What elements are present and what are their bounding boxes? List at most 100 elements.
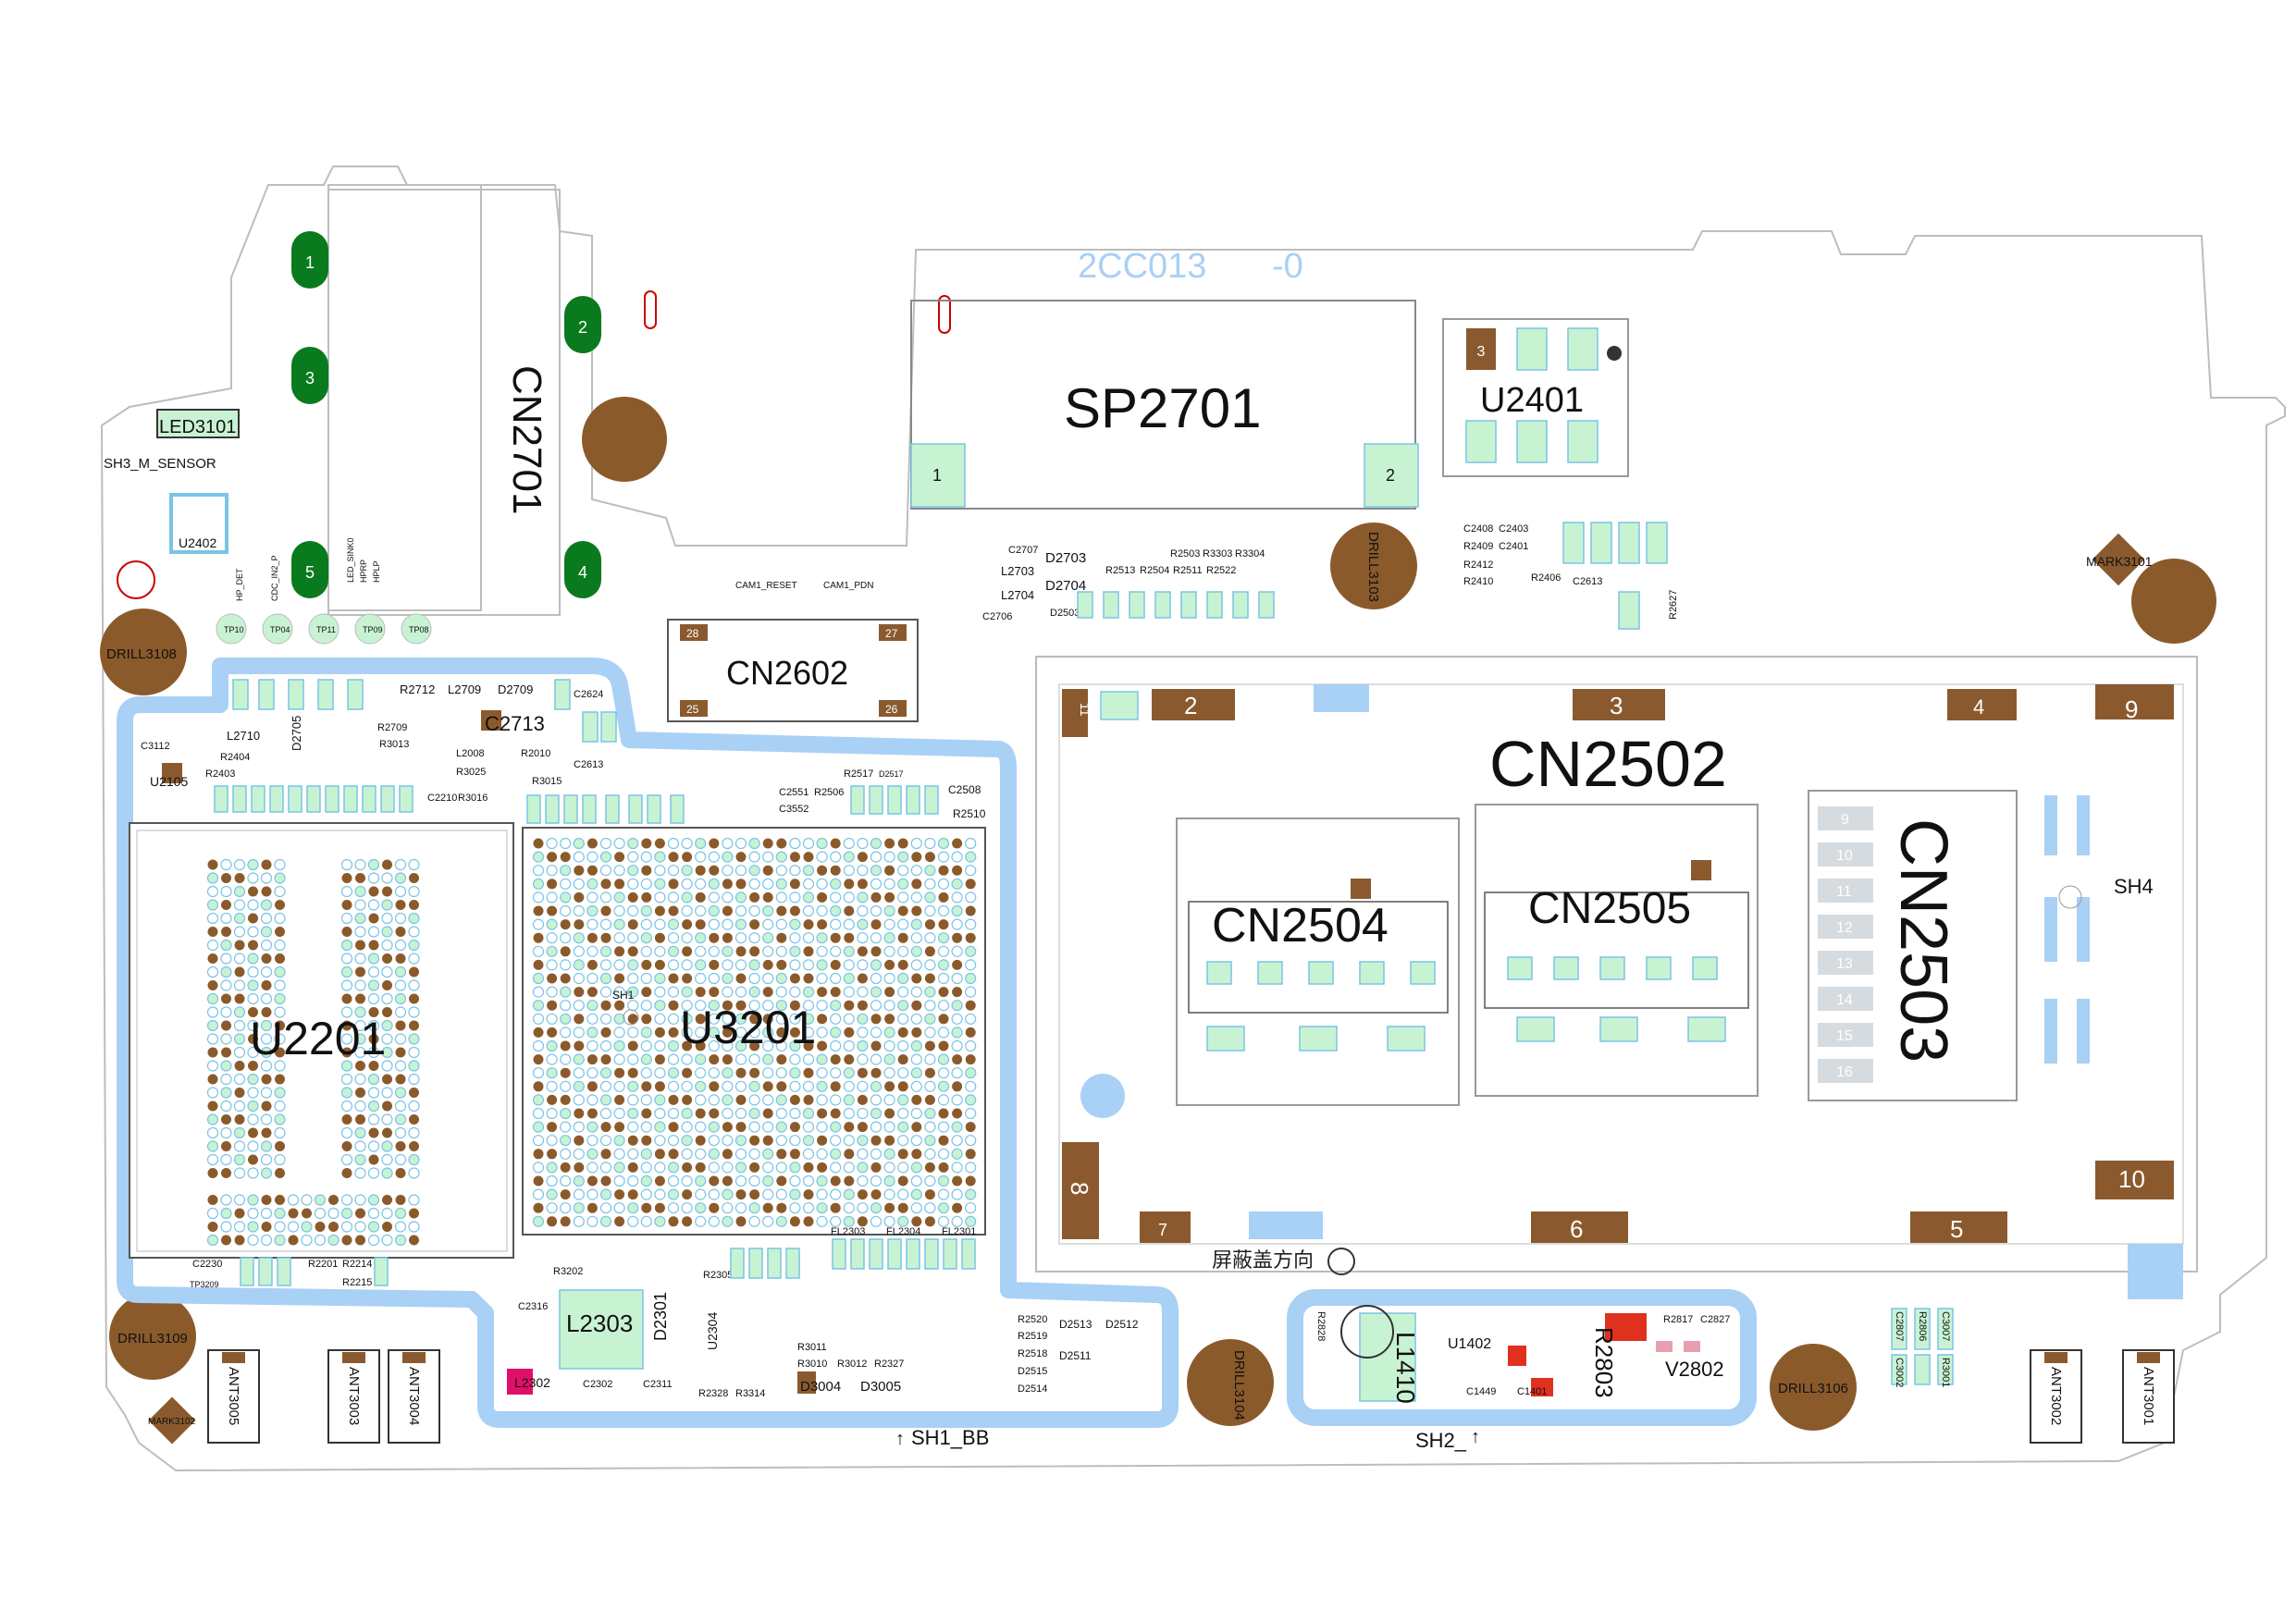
- bga-ball: [301, 1221, 313, 1233]
- bga-ball: [722, 1107, 734, 1120]
- bga-ball: [560, 1121, 572, 1133]
- bga-ball: [627, 1000, 639, 1012]
- bga-ball: [247, 1221, 259, 1233]
- bga-ball: [394, 1113, 407, 1125]
- bga-ball: [843, 891, 855, 904]
- bga-ball: [789, 1216, 800, 1227]
- bga-ball: [830, 1202, 841, 1213]
- bga-ball: [394, 1126, 407, 1139]
- bga-ball: [910, 837, 922, 850]
- bga-ball: [381, 1019, 393, 1032]
- bga-ball: [233, 858, 246, 871]
- bga-ball: [965, 891, 977, 904]
- bga-ball: [640, 1027, 652, 1039]
- bga-ball: [762, 932, 774, 944]
- comp-d2513: D2511: [1059, 1349, 1092, 1362]
- bga-ball: [368, 1127, 379, 1138]
- bga-ball: [897, 1202, 908, 1213]
- bga-ball: [870, 1014, 882, 1025]
- bga-ball: [830, 838, 841, 849]
- bga-ball: [586, 1162, 599, 1174]
- cn2602-pin-28: [680, 624, 708, 641]
- bga-ball: [708, 1148, 720, 1160]
- comp-d2517: D2517: [879, 769, 904, 779]
- bga-ball: [708, 1135, 720, 1147]
- bga-ball: [354, 1019, 366, 1032]
- bga-ball: [910, 1053, 922, 1065]
- pad: [232, 679, 249, 710]
- bga-ball: [924, 1000, 936, 1012]
- bga-ball: [573, 932, 585, 944]
- bga-ball: [668, 973, 679, 984]
- bga-ball: [965, 1080, 977, 1092]
- bga-ball: [654, 932, 665, 943]
- bga-ball: [965, 986, 977, 998]
- bga-ball: [207, 980, 218, 990]
- bga-ball: [748, 1121, 760, 1133]
- cn2502-pin-4-label: 4: [1973, 695, 1984, 719]
- bga-ball: [722, 1013, 734, 1025]
- bga-ball: [613, 918, 625, 930]
- comp-r3016: R3016: [458, 793, 488, 804]
- l1410-ring: [1340, 1305, 1394, 1359]
- pad: [306, 785, 321, 813]
- bga-ball: [640, 1039, 652, 1052]
- bga-ball: [354, 1126, 366, 1139]
- bga-ball: [776, 838, 787, 849]
- sp2701-pad-1: [910, 443, 966, 508]
- sh4-pad: [2044, 897, 2057, 962]
- bga-ball: [260, 1153, 273, 1166]
- bga-ball: [952, 932, 963, 943]
- bga-ball: [870, 946, 882, 957]
- bga-ball: [654, 1135, 666, 1147]
- bga-ball: [965, 1094, 977, 1106]
- bga-ball: [803, 1067, 814, 1078]
- bga-ball: [722, 837, 734, 850]
- bga-ball: [599, 959, 612, 971]
- bga-ball: [247, 1113, 259, 1125]
- pad: [374, 1257, 389, 1286]
- cn2503-pin-13-label: 13: [1836, 956, 1853, 972]
- bga-ball: [260, 992, 273, 1005]
- bga-ball: [573, 1053, 585, 1065]
- bga-ball: [654, 1039, 666, 1052]
- component-cluster-bottom-mid: L2303 L2302 R3202 C2316 C2302 C2311 R230…: [507, 1226, 1139, 1399]
- bga-ball: [722, 1202, 734, 1214]
- bga-ball: [354, 1153, 366, 1166]
- bga-ball: [884, 1202, 895, 1213]
- test-point-tp09-label: TP09: [363, 625, 383, 634]
- bga-ball: [408, 1006, 420, 1018]
- bga-ball: [627, 1174, 639, 1187]
- bga-ball: [883, 851, 895, 863]
- bga-ball: [547, 1122, 558, 1133]
- comp-c2311: C2311: [643, 1379, 673, 1390]
- bga-ball: [802, 878, 815, 890]
- bga-ball: [274, 1006, 286, 1018]
- bga-ball: [546, 1135, 558, 1147]
- bga-ball: [748, 1000, 760, 1012]
- comp-r2504: R2504: [1140, 565, 1169, 576]
- bga-ball: [599, 1080, 612, 1092]
- bga-ball: [734, 1162, 747, 1174]
- u3201-label: U3201: [680, 1002, 816, 1053]
- bga-ball: [247, 979, 259, 991]
- sh1-marker: [623, 1009, 639, 1026]
- bga-ball: [367, 858, 380, 871]
- bga-ball: [803, 1094, 814, 1105]
- bga-ball: [260, 1207, 273, 1220]
- cn2502-pin-7-label: 7: [1158, 1221, 1167, 1239]
- ant3004-label: ANT3004: [406, 1367, 422, 1425]
- bga-ball: [221, 900, 231, 910]
- pad: [317, 679, 334, 710]
- bga-ball: [573, 1000, 585, 1012]
- bga-ball: [340, 1006, 353, 1018]
- bga-ball: [883, 1188, 895, 1200]
- bga-ball: [952, 1175, 963, 1187]
- bga-ball: [367, 1140, 380, 1152]
- fiducial-circle-left: [117, 560, 155, 599]
- pad: [906, 785, 920, 815]
- bga-ball: [247, 1140, 259, 1152]
- bga-ball: [762, 1121, 774, 1133]
- bga-ball: [532, 851, 545, 863]
- bga-ball: [883, 932, 895, 944]
